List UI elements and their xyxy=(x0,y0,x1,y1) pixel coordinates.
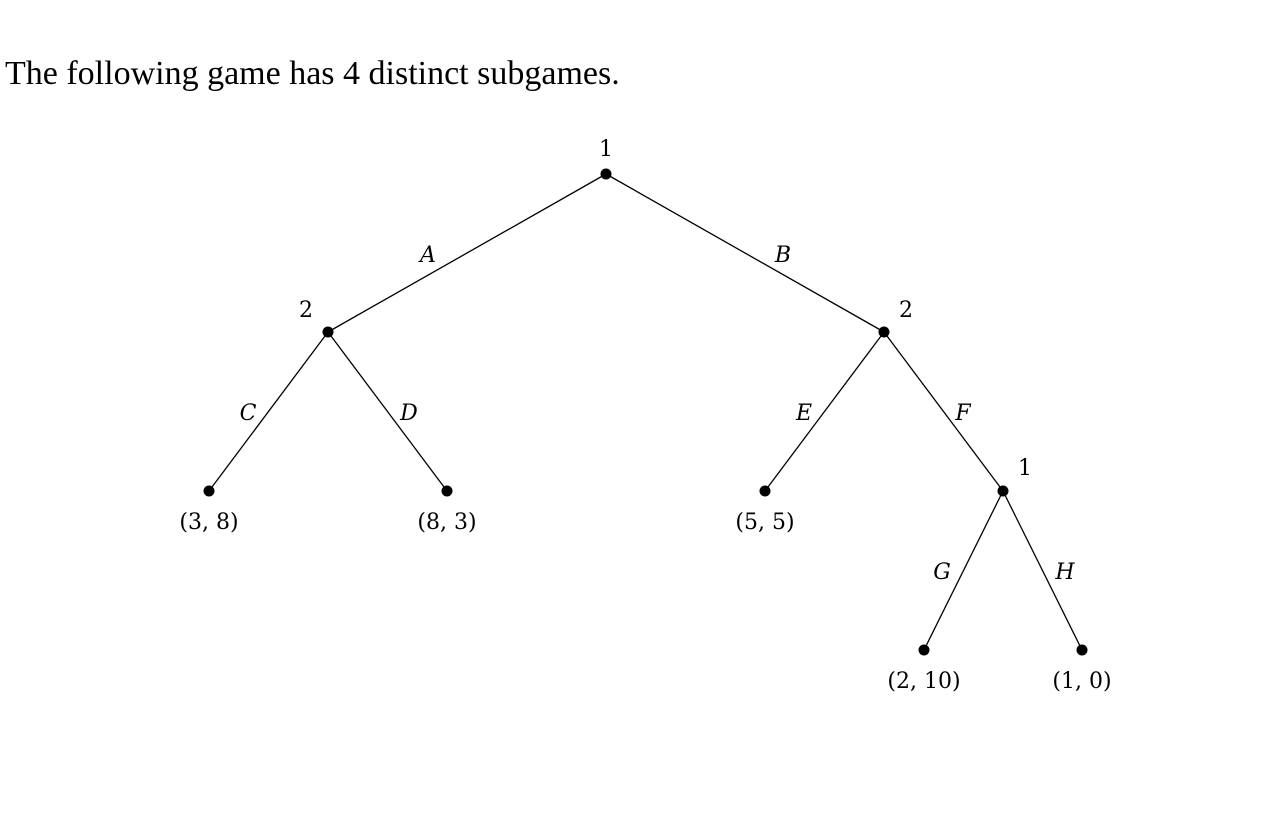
node-root xyxy=(600,168,612,180)
edge-e xyxy=(764,331,885,492)
action-label-c: C xyxy=(240,401,257,426)
payoff-label-d: (8, 3) xyxy=(417,510,476,535)
player-label-after-f: 1 xyxy=(1018,456,1032,481)
payoff-label-g: (2, 10) xyxy=(887,669,960,694)
payoff-label-e: (5, 5) xyxy=(735,510,794,535)
node-player2-left xyxy=(322,326,334,338)
edge-c xyxy=(208,331,329,492)
action-label-b: B xyxy=(774,243,791,268)
edge-a xyxy=(327,173,607,333)
action-label-d: D xyxy=(399,401,418,426)
action-label-f: F xyxy=(954,401,971,426)
player-label-left: 2 xyxy=(299,298,313,323)
terminal-node-c xyxy=(203,485,215,497)
node-player1-after-f xyxy=(997,485,1009,497)
edge-g xyxy=(923,490,1004,651)
edge-b xyxy=(605,173,885,333)
player-label-root: 1 xyxy=(599,137,613,162)
terminal-node-h xyxy=(1076,644,1088,656)
action-label-a: A xyxy=(418,243,436,268)
node-player2-right xyxy=(878,326,890,338)
edge-f xyxy=(883,331,1004,492)
action-label-h: H xyxy=(1054,560,1075,585)
action-label-e: E xyxy=(795,401,812,426)
problem-statement: The following game has 4 distinct subgam… xyxy=(5,55,620,92)
player-label-right: 2 xyxy=(899,298,913,323)
payoff-label-h: (1, 0) xyxy=(1052,669,1111,694)
payoff-label-c: (3, 8) xyxy=(179,510,238,535)
action-label-g: G xyxy=(933,560,951,585)
terminal-node-g xyxy=(918,644,930,656)
terminal-node-d xyxy=(441,485,453,497)
edge-h xyxy=(1002,490,1083,651)
terminal-node-e xyxy=(759,485,771,497)
edge-d xyxy=(327,331,448,492)
